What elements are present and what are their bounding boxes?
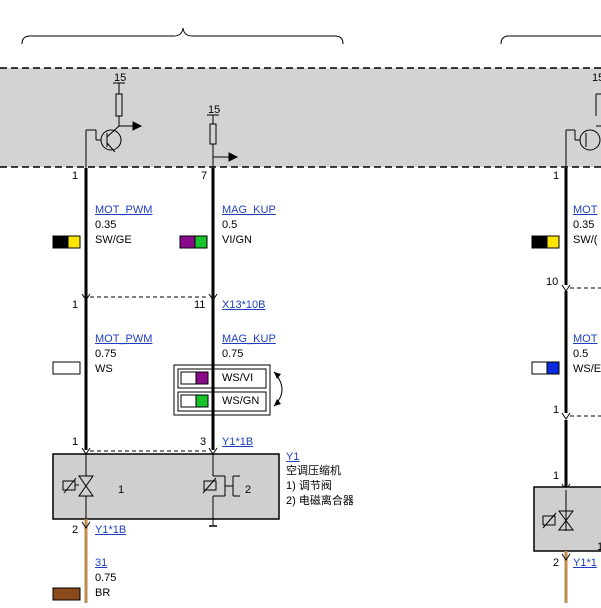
swatch-alt-ws-vi: [180, 371, 209, 385]
signal-mag-kup-lower[interactable]: MAG_KUP: [222, 333, 276, 345]
color-mot-lower: WS: [95, 363, 113, 375]
right-brace: [500, 35, 601, 45]
alt-color-ws-gn: WS/GN: [222, 395, 260, 407]
swatch-alt-ws-gn: [180, 394, 209, 408]
pin-mag-connector: 11: [194, 299, 206, 311]
ground-signal[interactable]: 31: [95, 557, 108, 569]
plug-y1-ref[interactable]: Y1*1B: [222, 436, 254, 448]
swatch-mot-lower: [52, 361, 81, 375]
pin-ground: 2: [72, 524, 79, 536]
gauge-mot-upper: 0.35: [95, 219, 117, 231]
color-right-upper: SW/(: [573, 234, 598, 246]
signal-right-upper[interactable]: MOT: [573, 204, 598, 216]
pin-right-component: 1: [553, 470, 560, 482]
gauge-mag-lower: 0.75: [222, 348, 244, 360]
clutch-symbol: [202, 454, 240, 519]
pin-mag-module: 7: [201, 170, 208, 182]
pin-ground-right: 2: [553, 557, 560, 569]
pin-mot-component: 1: [72, 436, 79, 448]
component-id[interactable]: Y1: [286, 451, 300, 463]
signal-mot-pwm-upper[interactable]: MOT_PWM: [95, 204, 153, 216]
component-y1: [52, 453, 280, 520]
color-right-lower: WS/E: [573, 363, 601, 375]
pin-mot-module: 1: [72, 170, 79, 182]
output-stage-symbol: [207, 114, 239, 168]
pin-mot-connector: 1: [72, 299, 79, 311]
supply-label-15-b: 15: [208, 104, 221, 116]
swatch-right-upper: [531, 235, 560, 249]
swatch-ground: [52, 587, 81, 601]
clutch-number: 2: [245, 484, 252, 496]
transistor-symbol: [85, 82, 143, 168]
supply-label-15-c: 15: [592, 72, 601, 84]
signal-mag-kup-upper[interactable]: MAG_KUP: [222, 204, 276, 216]
left-brace: [21, 27, 344, 45]
signal-right-lower[interactable]: MOT: [573, 333, 598, 345]
color-mag-upper: VI/GN: [222, 234, 252, 246]
gauge-right-lower: 0.5: [573, 348, 589, 360]
pin-right-module: 1: [553, 170, 560, 182]
right-transistor-symbol: [565, 93, 601, 168]
alt-color-ws-vi: WS/VI: [222, 372, 254, 384]
control-module-band: [0, 68, 601, 167]
valve-number: 1: [118, 484, 125, 496]
pin-right-connector-b: 1: [553, 404, 560, 416]
swatch-right-lower: [531, 361, 560, 375]
connector-x13-ref[interactable]: X13*10B: [222, 299, 266, 311]
ground-gauge: 0.75: [95, 572, 117, 584]
ground-plug-ref-right[interactable]: Y1*1: [573, 557, 597, 569]
supply-label-15-a: 15: [114, 72, 127, 84]
valve-symbol: [62, 454, 94, 519]
component-name: 空调压缩机: [286, 465, 341, 477]
gauge-mag-upper: 0.5: [222, 219, 238, 231]
gauge-mot-lower: 0.75: [95, 348, 117, 360]
pin-mag-component: 3: [200, 436, 207, 448]
swatch-mot-upper: [52, 235, 81, 249]
ground-color: BR: [95, 587, 111, 599]
alternatives-box: [173, 364, 271, 416]
swatch-mag-upper: [179, 235, 208, 249]
pin-right-connector-a: 10: [546, 276, 559, 288]
signal-mot-pwm-lower[interactable]: MOT_PWM: [95, 333, 153, 345]
color-mot-upper: SW/GE: [95, 234, 132, 246]
gauge-right-upper: 0.35: [573, 219, 595, 231]
ground-plug-ref[interactable]: Y1*1B: [95, 524, 127, 536]
component-part-2: 2) 电磁离合器: [286, 495, 354, 507]
right-valve-number: 1: [597, 541, 601, 553]
component-part-1: 1) 调节阀: [286, 480, 332, 492]
